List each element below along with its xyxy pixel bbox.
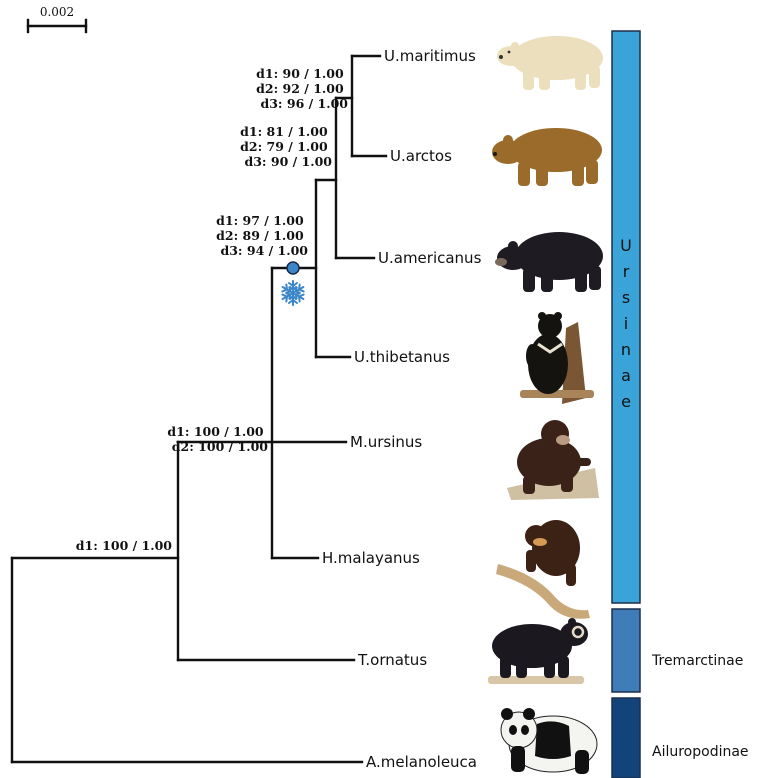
- taxon-label-thibetanus: U.thibetanus: [354, 348, 450, 366]
- tremarctinae-bar: [612, 609, 640, 692]
- snowflake-icon: [281, 281, 306, 305]
- scale-bar-label: 0.002: [40, 5, 74, 19]
- ursinae-letter: U: [620, 236, 632, 255]
- ursinae-letter: r: [623, 262, 630, 281]
- support-values: d1: 90 / 1.00 d2: 92 / 1.00 d3: 96 / 1.0…: [76, 66, 349, 553]
- spectacled-bear-icon: [488, 618, 588, 684]
- ursinae-letter: s: [622, 288, 630, 307]
- taxon-label-ornatus: T.ornatus: [357, 651, 427, 669]
- brown-bear-icon: [492, 128, 602, 186]
- support-brown-black: d1: 81 / 1.00 d2: 79 / 1.00 d3: 90 / 1.0…: [240, 124, 332, 169]
- polar-bear-icon: [497, 36, 603, 90]
- ursinae-letter: e: [621, 392, 631, 411]
- giant-panda-icon: [501, 708, 597, 774]
- moon-bear-icon: [520, 312, 594, 404]
- taxon-label-melanoleuca: A.melanoleuca: [366, 753, 477, 771]
- taxon-label-americanus: U.americanus: [378, 249, 482, 267]
- support-ursinae: d1: 100 / 1.00 d2: 100 / 1.00: [167, 424, 268, 454]
- ailuropodinae-bar: [612, 698, 640, 778]
- support-maritimus-arctos: d1: 90 / 1.00 d2: 92 / 1.00 d3: 96 / 1.0…: [256, 66, 348, 111]
- black-bear-icon: [495, 232, 603, 292]
- taxon-label-maritimus: U.maritimus: [384, 47, 476, 65]
- scale-bar: 0.002: [28, 5, 86, 32]
- bear-illustrations: [488, 36, 603, 774]
- sun-bear-icon: [496, 520, 590, 619]
- support-ursus: d1: 97 / 1.00 d2: 89 / 1.00 d3: 94 / 1.0…: [216, 213, 308, 258]
- group-bars: U r s i n a e Tremarctinae Ailuropodinae: [612, 31, 749, 778]
- ursinae-letter: i: [624, 314, 628, 333]
- ursinae-letter: a: [621, 366, 631, 385]
- taxon-label-ursinus: M.ursinus: [350, 433, 422, 451]
- taxon-labels: U.maritimus U.arctos U.americanus U.thib…: [322, 47, 482, 771]
- support-ursidae: d1: 100 / 1.00: [76, 538, 173, 553]
- node-dot: [287, 262, 299, 274]
- taxon-label-arctos: U.arctos: [390, 147, 452, 165]
- taxon-label-malayanus: H.malayanus: [322, 549, 420, 567]
- ursinae-letter: n: [621, 340, 631, 359]
- ailuropodinae-label: Ailuropodinae: [652, 744, 749, 760]
- tremarctinae-label: Tremarctinae: [651, 653, 743, 669]
- sloth-bear-icon: [507, 420, 599, 500]
